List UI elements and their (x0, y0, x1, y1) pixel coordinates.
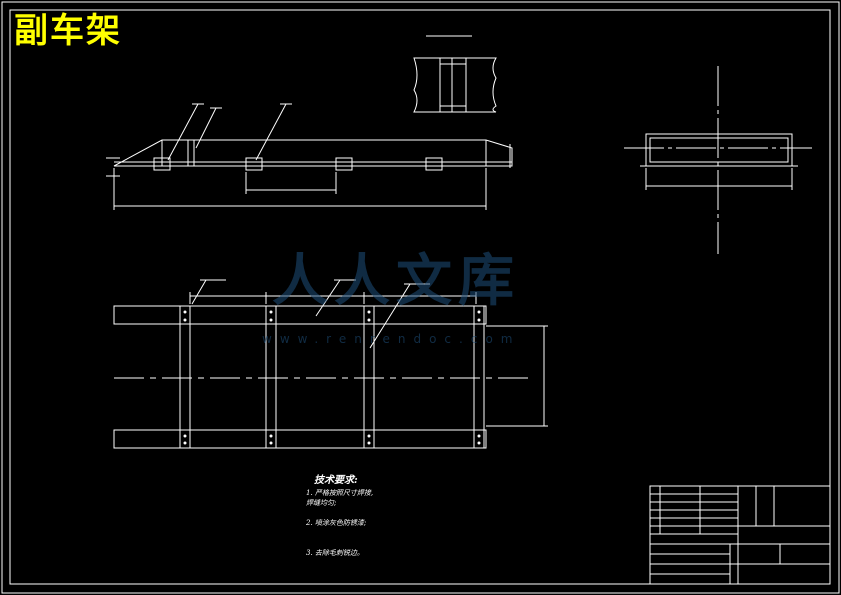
side-view (106, 103, 513, 210)
tech-requirement-item: 1. 严格按照尺寸焊接, 焊缝均匀; (306, 489, 374, 507)
title-block (649, 485, 831, 585)
tech-requirements-heading: 技术要求: (314, 475, 358, 486)
tech-requirement-item: 2. 喷涂灰色防锈漆; (306, 519, 367, 527)
tech-requirement-item: 3. 去除毛刺锐边。 (306, 549, 364, 557)
drawing-title: 副车架 (14, 11, 122, 51)
section-detail-view (413, 35, 497, 113)
bolt-holes (183, 310, 481, 445)
plan-view (113, 279, 548, 449)
inner-border (9, 9, 831, 585)
end-view (624, 66, 812, 254)
